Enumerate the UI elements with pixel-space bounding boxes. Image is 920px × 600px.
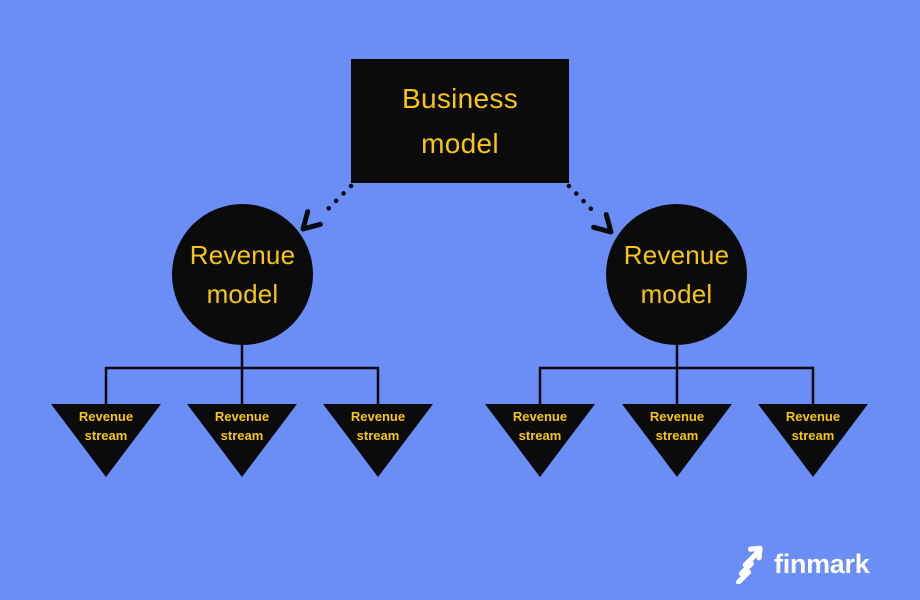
revenue-stream-label-line1: Revenue [214, 409, 270, 424]
revenue-stream-label-line2: stream [791, 427, 835, 443]
revenue-stream-label-line1: Revenue [785, 409, 841, 424]
business-model-label-line1: Business [401, 83, 518, 114]
revenue-stream-label-line1: Revenue [512, 409, 568, 424]
revenue-stream-label-line1: Revenue [78, 409, 134, 424]
left-tree-connector [104, 344, 380, 406]
revenue-stream-label-line2: stream [220, 427, 264, 443]
left-dotted-arrow-line [324, 183, 354, 213]
revenue-model-node-right: Revenue model [606, 204, 747, 345]
revenue-model-left-label-line2: model [206, 278, 279, 309]
right-dotted-arrow-line [566, 183, 598, 216]
finmark-arrow-icon [736, 545, 763, 584]
revenue-model-right-label-line2: model [640, 278, 713, 309]
revenue-model-right-label-line1: Revenue [623, 239, 730, 270]
revenue-stream-label-line2: stream [84, 427, 128, 443]
finmark-wordmark: finmark [774, 548, 870, 579]
left-arrowhead-icon [300, 209, 323, 232]
revenue-stream-label-line1: Revenue [649, 409, 705, 424]
revenue-stream-label-line2: stream [518, 427, 562, 443]
revenue-stream-label-line2: stream [356, 427, 400, 443]
revenue-stream-label-line2: stream [655, 427, 699, 443]
finmark-logo: finmark [734, 543, 870, 585]
revenue-model-node-left: Revenue model [172, 204, 313, 345]
right-arrowhead-icon [591, 212, 614, 235]
business-model-label-line2: model [421, 128, 499, 159]
revenue-stream-label-line1: Revenue [350, 409, 406, 424]
business-model-node: Business model [351, 59, 569, 183]
right-tree-connector [538, 344, 815, 406]
revenue-model-left-label-line1: Revenue [189, 239, 296, 270]
